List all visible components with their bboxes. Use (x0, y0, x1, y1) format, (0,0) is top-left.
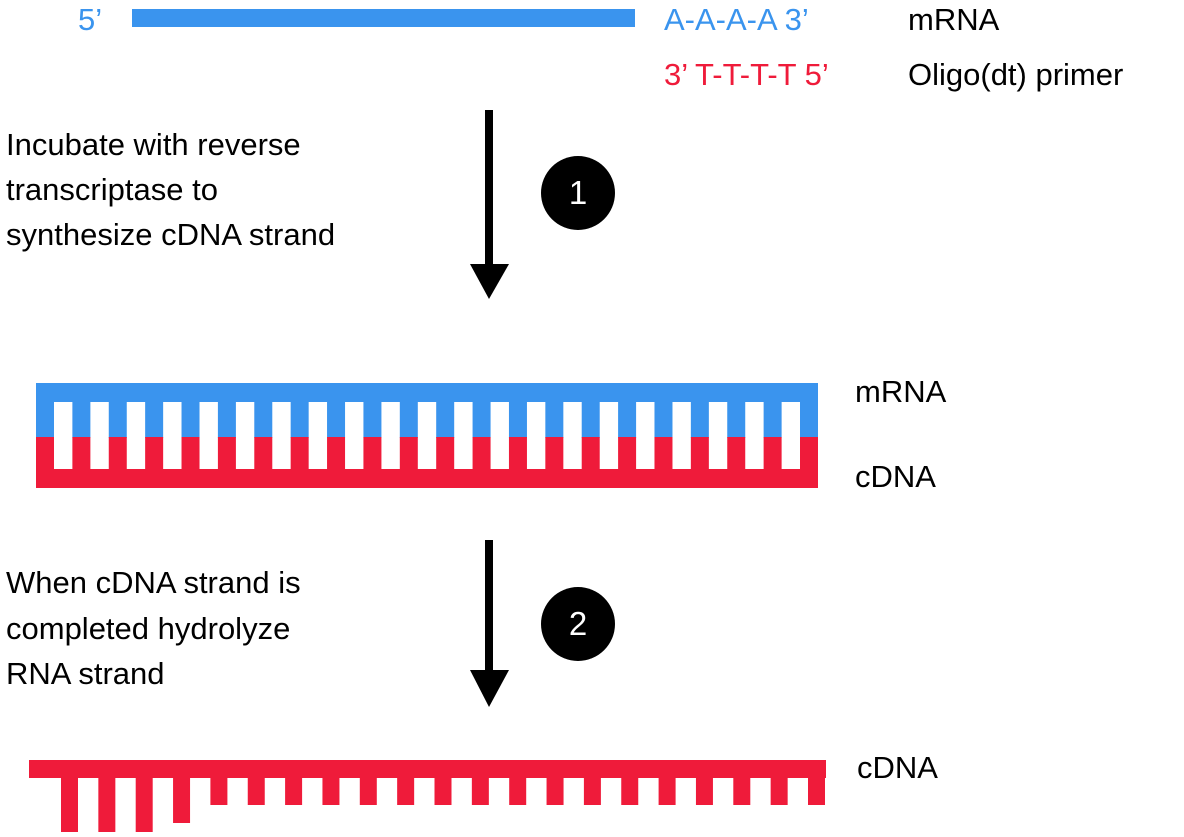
cdna-single-base (434, 777, 452, 805)
hybrid-cdna-label: cDNA (855, 459, 936, 494)
cdna-single-base (695, 777, 713, 805)
cdna-single-base (61, 777, 78, 837)
cdna-base (727, 437, 746, 470)
cdna-base (763, 437, 782, 470)
mrna-cdna-hybrid (36, 383, 818, 488)
cdna-single-base (621, 777, 639, 805)
cdna-single-base (471, 777, 489, 805)
step1-badge: 1 (541, 156, 615, 230)
oligo-dt-primer-label: Oligo(dt) primer (908, 57, 1123, 92)
cdna-single-base (509, 777, 527, 805)
cdna-single-base (658, 777, 676, 805)
cdna-base (399, 437, 418, 470)
cdna-single-base (733, 777, 751, 805)
bottom-cdna-label: cDNA (857, 750, 938, 785)
mrna-base (727, 402, 746, 438)
mrna-base (72, 402, 91, 438)
mrna-base (763, 402, 782, 438)
cdna-base (72, 437, 91, 470)
cdna-single-base (322, 777, 340, 805)
step1-number: 1 (569, 174, 587, 211)
cdna-base (472, 437, 491, 470)
cdna-single-base (285, 777, 303, 805)
mrna-base (217, 402, 236, 438)
cdna-base (436, 437, 455, 470)
step2-line-2: completed hydrolyze (6, 611, 290, 646)
step2-line-3: RNA strand (6, 656, 165, 691)
cdna-base (36, 437, 54, 470)
step1-arrow (470, 110, 509, 299)
mrna-base (690, 402, 709, 438)
poly-a-tail-label: A-A-A-A 3’ (664, 2, 809, 37)
cdna-base (545, 437, 564, 470)
cdna-single-base (397, 777, 415, 805)
cdna-single-base (173, 777, 191, 823)
mrna-base (145, 402, 164, 438)
cdna-base (363, 437, 382, 470)
cdna-base (145, 437, 164, 470)
mrna-base (472, 402, 491, 438)
step2-number: 2 (569, 605, 587, 642)
mrna-strand-single (132, 9, 635, 27)
mrna-base (654, 402, 673, 438)
hybrid-mrna-label: mRNA (855, 374, 947, 409)
mrna-base (363, 402, 382, 438)
cdna-base (508, 437, 527, 470)
mrna-base (618, 402, 637, 438)
cdna-single-base (98, 777, 116, 837)
mrna-base (581, 402, 600, 438)
step2-arrow (470, 540, 509, 707)
mrna-base (800, 402, 818, 438)
cdna-base (690, 437, 709, 470)
cdna-single-base (247, 777, 265, 805)
mrna-base (290, 402, 309, 438)
step1-line-1: Incubate with reverse (6, 127, 301, 162)
cdna-single-base (770, 777, 788, 805)
oligo-dt-sequence: 3’ T-T-T-T 5’ (664, 57, 829, 92)
cdna-single-base (135, 777, 153, 837)
mrna-label-top: mRNA (908, 2, 1000, 37)
mrna-base (254, 402, 273, 438)
cdna-single-base (210, 777, 228, 805)
mrna-base (508, 402, 527, 438)
step1-line-3: synthesize cDNA strand (6, 217, 335, 252)
cdna-single-strand (29, 760, 826, 837)
cdna-base (581, 437, 600, 470)
single-cdna-bases (61, 777, 825, 837)
step2-line-1: When cDNA strand is (6, 565, 301, 600)
hybrid-mrna-bases (36, 402, 818, 438)
cdna-base (800, 437, 818, 470)
cdna-single-base (546, 777, 564, 805)
step2-badge: 2 (541, 587, 615, 661)
cdna-base (254, 437, 273, 470)
mrna-base (181, 402, 200, 438)
mrna-base (545, 402, 564, 438)
cdna-single-base (808, 777, 825, 805)
cdna-base (654, 437, 673, 470)
cdna-single-base (359, 777, 377, 805)
step1-description: Incubate with reverse transcriptase to s… (6, 127, 335, 252)
mrna-base (327, 402, 346, 438)
mrna-base (36, 402, 54, 438)
cdna-base (290, 437, 309, 470)
hybrid-cdna-backbone (36, 469, 818, 488)
cdna-base (618, 437, 637, 470)
hybrid-mrna-backbone (36, 383, 818, 402)
cdna-base (217, 437, 236, 470)
hybrid-cdna-bases (36, 437, 818, 470)
cdna-base (327, 437, 346, 470)
cdna-base (181, 437, 200, 470)
mrna-base (108, 402, 127, 438)
step2-description: When cDNA strand is completed hydrolyze … (6, 565, 301, 691)
step1-line-2: transcriptase to (6, 172, 218, 207)
mrna-five-prime-label: 5’ (78, 2, 102, 37)
mrna-base (436, 402, 455, 438)
cdna-single-base (583, 777, 601, 805)
single-cdna-backbone (29, 760, 826, 778)
cdna-base (108, 437, 127, 470)
mrna-base (399, 402, 418, 438)
